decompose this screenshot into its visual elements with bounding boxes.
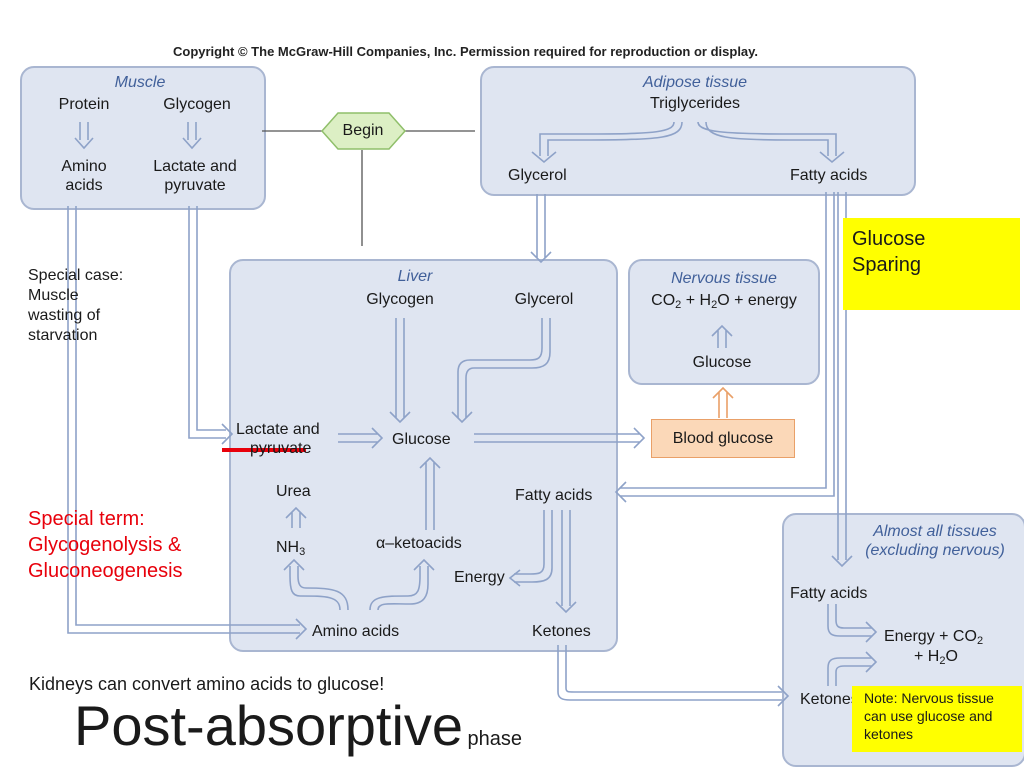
adipose-triglycerides: Triglycerides — [649, 95, 741, 112]
kidneys-note: Kidneys can convert amino acids to gluco… — [29, 674, 385, 694]
special-term-note: Special term: Glycogenolysis & Gluconeog… — [28, 506, 183, 584]
liver-glucose: Glucose — [392, 431, 451, 448]
adipose-fatty-acids: Fatty acids — [790, 167, 868, 184]
muscle-amino-acids: Amino acids — [44, 157, 124, 195]
glucose-sparing-l1: Glucose — [852, 228, 926, 250]
nh3-sub: 3 — [299, 546, 306, 558]
nh3-text: NH — [276, 539, 300, 556]
liver-glycerol: Glycerol — [514, 291, 574, 308]
nervous-tissue-box — [628, 259, 820, 385]
special-term-l1: Special term: — [28, 508, 145, 530]
h2o-sub: 2 — [711, 299, 718, 311]
co2-text: CO — [651, 292, 676, 309]
liver-lactate-pyruvate: Lactate and pyruvate — [236, 420, 320, 458]
begin-hexagon — [320, 112, 407, 150]
almost-ketones: Ketones — [800, 691, 859, 708]
muscle-box — [20, 66, 266, 210]
muscle-lactate-l2: pyruvate — [164, 177, 226, 194]
liver-energy: Energy — [454, 569, 505, 586]
note-l3: ketones — [864, 726, 914, 742]
note-l2: can use glucose and — [864, 708, 993, 724]
almost-h2o-sub: 2 — [939, 655, 946, 667]
almost-title: Almost all tissues (excluding nervous) — [850, 522, 1020, 560]
note-l1: Note: Nervous tissue — [864, 690, 994, 706]
almost-title-l1: Almost all tissues — [873, 523, 997, 540]
liver-fatty-acids: Fatty acids — [515, 487, 593, 504]
special-case-l2: Muscle — [28, 287, 79, 304]
adipose-title: Adipose tissue — [642, 74, 748, 91]
red-underline — [222, 448, 306, 452]
liver-title: Liver — [397, 268, 433, 285]
liver-nh3: NH3 — [276, 538, 305, 562]
post-absorptive-heading: Post-absorptive phase — [74, 694, 522, 758]
h2o-text-b: O + energy — [717, 292, 797, 309]
muscle-amino-l2: acids — [65, 177, 103, 194]
blood-glucose-box: Blood glucose — [651, 419, 795, 458]
liver-lactate-l2: pyruvate — [250, 440, 312, 457]
muscle-lactate-l1: Lactate and — [153, 158, 237, 175]
liver-lactate-l1: Lactate and — [236, 421, 320, 438]
h2o-text-a: + H — [681, 292, 712, 309]
liver-amino-acids: Amino acids — [312, 623, 400, 640]
muscle-protein: Protein — [58, 96, 110, 113]
liver-urea: Urea — [276, 483, 311, 500]
phase-text: phase — [467, 728, 523, 750]
almost-h2o-b: O — [945, 648, 958, 665]
glucose-sparing-l2: Sparing — [852, 254, 921, 276]
copyright-line: Copyright © The McGraw-Hill Companies, I… — [173, 44, 759, 59]
nervous-tissue-note: Note: Nervous tissue can use glucose and… — [852, 686, 1022, 752]
begin-label: Begin — [342, 122, 384, 139]
muscle-glycogen: Glycogen — [163, 96, 231, 113]
special-case-l4: starvation — [28, 327, 98, 344]
almost-energy-sub: 2 — [976, 635, 984, 647]
special-case-note: Special case: Muscle wasting of starvati… — [28, 266, 123, 346]
special-term-l3: Gluconeogenesis — [28, 560, 183, 582]
almost-h2o: + H2O — [914, 647, 958, 671]
almost-energy-text: Energy + CO — [884, 628, 977, 645]
almost-fatty-acids: Fatty acids — [790, 585, 868, 602]
almost-h2o-a: + H — [914, 648, 940, 665]
adipose-glycerol: Glycerol — [508, 167, 567, 184]
muscle-amino-l1: Amino — [61, 158, 107, 175]
liver-ketoacids: α–ketoacids — [376, 535, 462, 552]
liver-ketones: Ketones — [532, 623, 591, 640]
glucose-sparing-note: Glucose Sparing — [843, 218, 1020, 310]
nervous-equation: CO2 + H2O + energy — [632, 291, 816, 315]
muscle-lactate-pyruvate: Lactate and pyruvate — [140, 157, 250, 195]
co2-sub: 2 — [675, 299, 682, 311]
liver-box — [229, 259, 618, 652]
post-absorptive-text: Post-absorptive — [74, 694, 464, 757]
almost-title-l2: (excluding nervous) — [865, 542, 1005, 559]
adipose-box — [480, 66, 916, 196]
special-case-l1: Special case: — [28, 267, 124, 284]
muscle-title: Muscle — [114, 74, 166, 91]
almost-energy: Energy + CO2 — [884, 627, 983, 651]
nervous-glucose: Glucose — [692, 354, 752, 371]
special-case-l3: wasting of — [28, 307, 101, 324]
liver-glycogen: Glycogen — [366, 291, 434, 308]
special-term-l2: Glycogenolysis & — [28, 534, 182, 556]
nervous-title: Nervous tissue — [671, 270, 777, 287]
